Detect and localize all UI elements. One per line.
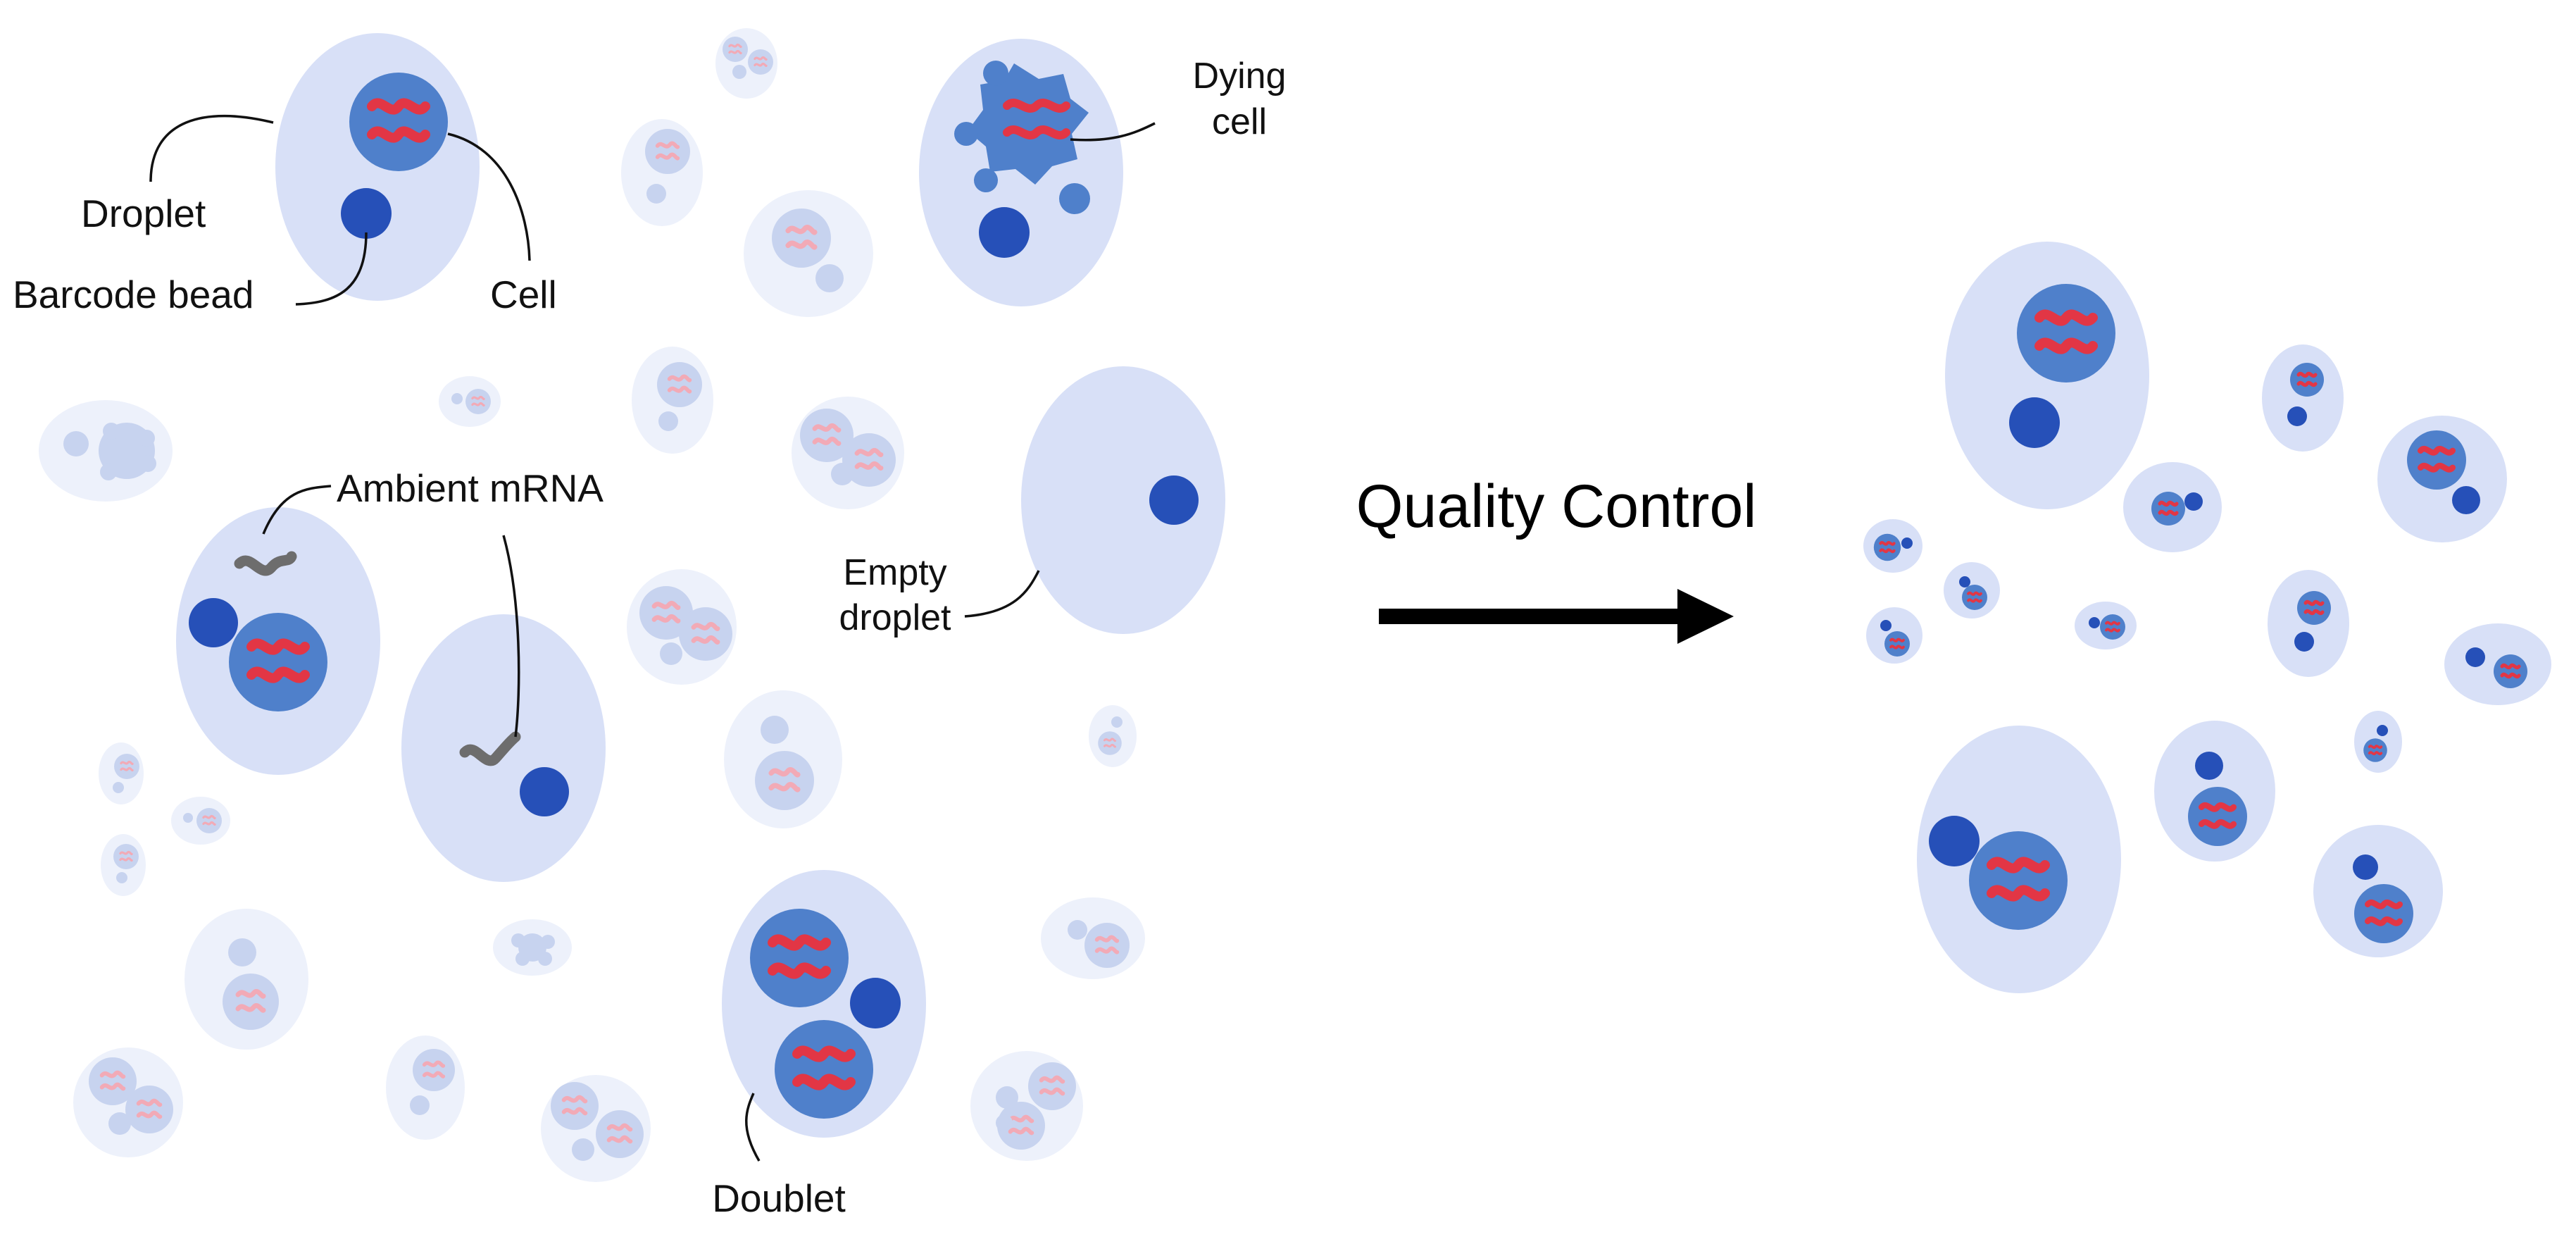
dying-cell-droplet [919, 39, 1123, 306]
filtered-droplet [1944, 562, 2000, 618]
quality-control-step: Quality Control [1356, 473, 1757, 644]
faded-droplet [724, 690, 842, 828]
filtered-droplet [2313, 825, 2443, 957]
example-droplet [275, 33, 480, 301]
cell-label: Cell [490, 273, 557, 316]
faded-droplet [99, 742, 144, 804]
faded-droplet [386, 1036, 465, 1140]
faded-droplet [744, 190, 873, 317]
filtered-droplet [2377, 416, 2507, 542]
filtered-droplet [2262, 344, 2344, 452]
faded-droplet [439, 376, 501, 427]
faded-droplet [632, 347, 713, 454]
right-arrow-icon [1379, 589, 1734, 644]
filtered-droplet [2075, 602, 2137, 649]
faded-droplet [715, 28, 777, 99]
faded-droplet [171, 797, 230, 845]
faded-droplet [39, 400, 173, 502]
filtered-droplet [1945, 242, 2149, 509]
faded-droplet [792, 397, 904, 509]
ambient-mrna-label: Ambient mRNA [337, 466, 604, 510]
faded-droplet [621, 119, 703, 226]
faded-droplets [39, 28, 1145, 1182]
faded-droplet [970, 1051, 1083, 1161]
raw-droplets: Droplet Barcode bead Cell Dying cell Amb… [13, 28, 1286, 1220]
faded-droplet [627, 569, 737, 685]
filtered-droplet [1917, 726, 2121, 993]
filtered-droplets [1863, 242, 2551, 993]
filtered-droplet [2268, 570, 2349, 677]
filtered-droplet [2444, 623, 2551, 705]
faded-droplet [185, 909, 308, 1050]
faded-droplet [101, 834, 146, 896]
ambient-mrna-shape [234, 551, 297, 576]
filtered-droplet [2354, 711, 2402, 773]
faded-droplet [1089, 705, 1137, 767]
barcode-bead-label: Barcode bead [13, 273, 254, 316]
faded-droplet [493, 919, 572, 976]
faded-droplet [1041, 897, 1145, 979]
dying-cell-label-line1: Dying [1193, 56, 1287, 97]
barcode-bead-shape [341, 188, 392, 239]
ambient-droplet-right [401, 614, 606, 882]
dying-cell-label-line2: cell [1212, 101, 1267, 142]
droplet-label: Droplet [81, 192, 206, 235]
leader-lines [149, 114, 1156, 1162]
faded-droplet [73, 1047, 183, 1157]
filtered-droplet [2123, 462, 2222, 552]
faded-droplet [541, 1075, 651, 1182]
ambient-mrna-shape [459, 731, 521, 766]
filtered-droplet [1866, 607, 1922, 664]
filtered-droplet [2154, 721, 2275, 862]
quality-control-label: Quality Control [1356, 473, 1757, 540]
doublet-droplet [722, 870, 926, 1138]
empty-droplet-label-line2: droplet [839, 597, 952, 638]
empty-droplet [1021, 366, 1225, 634]
filtered-droplet [1863, 519, 1922, 573]
empty-droplet-label-line1: Empty [843, 552, 946, 593]
doublet-label: Doublet [712, 1176, 846, 1220]
annotation-labels: Droplet Barcode bead Cell Dying cell Amb… [13, 56, 1286, 1220]
ambient-droplet-left [176, 507, 380, 775]
